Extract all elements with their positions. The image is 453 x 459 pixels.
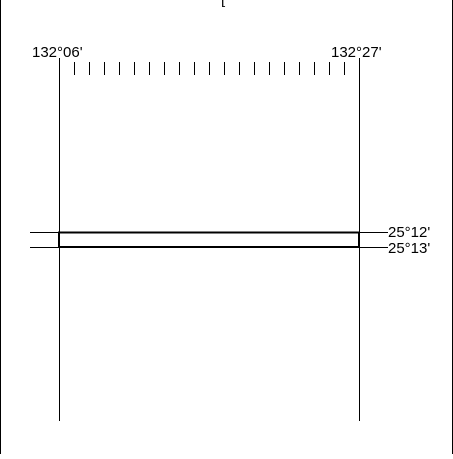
longitude-west-label: 132°06' bbox=[32, 44, 83, 61]
latitude-south-label: 25°13' bbox=[388, 240, 430, 257]
longitude-tick-marks bbox=[59, 62, 360, 75]
top-label: [ bbox=[221, 0, 226, 8]
latitude-north-label: 25°12' bbox=[388, 224, 430, 241]
longitude-east-label: 132°27' bbox=[331, 44, 382, 61]
highlighted-band bbox=[58, 231, 360, 248]
